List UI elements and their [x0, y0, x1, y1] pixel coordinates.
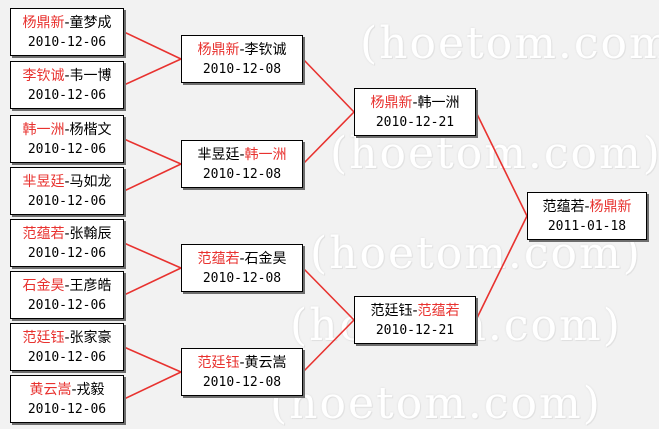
match-names: 石金昊-王彦皓	[22, 278, 112, 294]
connector-line	[123, 58, 182, 86]
match-date: 2010-12-06	[27, 194, 107, 209]
player-2: 王彦皓	[69, 278, 112, 294]
match-box-r3: 范廷钰-范蕴若 2010-12-21	[354, 296, 476, 344]
match-box-r1: 李钦诚-韦一博 2010-12-06	[10, 61, 124, 109]
connector-line	[123, 346, 182, 373]
player-1: 范蕴若	[22, 226, 65, 242]
player-2: 张翰辰	[69, 226, 112, 242]
connector-line	[123, 267, 182, 296]
player-2: 石金昊	[244, 251, 287, 267]
player-2: 张家豪	[69, 330, 112, 346]
player-2: 童梦成	[69, 15, 112, 31]
player-1: 范廷钰	[22, 330, 65, 346]
player-1: 芈昱廷	[197, 147, 240, 163]
match-names: 范廷钰-黄云嵩	[197, 355, 287, 371]
match-names: 李钦诚-韦一博	[22, 68, 112, 84]
player-1: 李钦诚	[22, 68, 65, 84]
match-names: 范蕴若-杨鼎新	[542, 199, 632, 215]
match-names: 杨鼎新-韩一洲	[370, 95, 460, 111]
match-date: 2010-12-21	[375, 323, 455, 338]
player-2: 范蕴若	[417, 303, 460, 319]
player-2: 杨楷文	[69, 122, 112, 138]
player-1: 韩一洲	[22, 122, 65, 138]
player-1: 杨鼎新	[370, 95, 413, 111]
match-names: 杨鼎新-童梦成	[22, 15, 112, 31]
match-box-r1: 杨鼎新-童梦成 2010-12-06	[10, 8, 124, 56]
match-date: 2010-12-06	[27, 350, 107, 365]
player-2: 韩一洲	[244, 147, 287, 163]
connector-line	[475, 215, 528, 321]
player-1: 范蕴若	[542, 199, 585, 215]
player-2: 韦一博	[69, 68, 112, 84]
match-box-r2: 芈昱廷-韩一洲 2010-12-08	[181, 140, 303, 188]
match-date: 2010-12-08	[202, 271, 282, 286]
match-date: 2010-12-06	[27, 142, 107, 157]
match-date: 2010-12-08	[202, 167, 282, 182]
match-names: 芈昱廷-马如龙	[22, 174, 112, 190]
match-names: 韩一洲-杨楷文	[22, 122, 112, 138]
match-names: 范廷钰-范蕴若	[370, 303, 460, 319]
match-box-r1: 芈昱廷-马如龙 2010-12-06	[10, 167, 124, 215]
connector-line	[475, 111, 528, 217]
match-date: 2010-12-06	[27, 402, 107, 417]
connector-line	[123, 31, 182, 60]
match-box-r2: 杨鼎新-李钦诚 2010-12-08	[181, 35, 303, 83]
player-1: 石金昊	[22, 278, 65, 294]
connector-line	[123, 163, 182, 192]
connector-line	[302, 267, 355, 321]
match-date: 2010-12-06	[27, 35, 107, 50]
player-1: 杨鼎新	[197, 42, 240, 58]
connector-line	[302, 58, 355, 113]
connector-line	[302, 111, 355, 165]
match-names: 范廷钰-张家豪	[22, 330, 112, 346]
match-box-r1: 黄云嵩-戎毅 2010-12-06	[10, 375, 124, 423]
player-1: 范廷钰	[370, 303, 413, 319]
match-date: 2010-12-21	[375, 115, 455, 130]
player-1: 范蕴若	[197, 251, 240, 267]
match-box-final: 范蕴若-杨鼎新 2011-01-18	[527, 192, 647, 240]
player-2: 戎毅	[76, 382, 105, 398]
match-date: 2010-12-08	[202, 62, 282, 77]
player-2: 黄云嵩	[244, 355, 287, 371]
player-2: 韩一洲	[417, 95, 460, 111]
player-2: 杨鼎新	[589, 199, 632, 215]
player-1: 芈昱廷	[22, 174, 65, 190]
player-1: 杨鼎新	[22, 15, 65, 31]
connector-line	[123, 242, 182, 269]
match-box-r1: 范蕴若-张翰辰 2010-12-06	[10, 219, 124, 267]
match-names: 黄云嵩-戎毅	[29, 382, 105, 398]
connector-line	[123, 371, 182, 400]
player-2: 李钦诚	[244, 42, 287, 58]
match-date: 2010-12-06	[27, 246, 107, 261]
match-names: 芈昱廷-韩一洲	[197, 147, 287, 163]
connector-line	[302, 319, 355, 373]
player-2: 马如龙	[69, 174, 112, 190]
match-date: 2010-12-06	[27, 88, 107, 103]
match-box-r1: 范廷钰-张家豪 2010-12-06	[10, 323, 124, 371]
match-names: 范蕴若-石金昊	[197, 251, 287, 267]
match-box-r2: 范蕴若-石金昊 2010-12-08	[181, 244, 303, 292]
match-names: 范蕴若-张翰辰	[22, 226, 112, 242]
match-box-r2: 范廷钰-黄云嵩 2010-12-08	[181, 348, 303, 396]
player-1: 黄云嵩	[29, 382, 72, 398]
match-date: 2010-12-06	[27, 298, 107, 313]
match-box-r1: 石金昊-王彦皓 2010-12-06	[10, 271, 124, 319]
match-date: 2010-12-08	[202, 375, 282, 390]
match-names: 杨鼎新-李钦诚	[197, 42, 287, 58]
match-box-r1: 韩一洲-杨楷文 2010-12-06	[10, 115, 124, 163]
match-box-r3: 杨鼎新-韩一洲 2010-12-21	[354, 88, 476, 136]
connector-line	[123, 138, 182, 165]
player-1: 范廷钰	[197, 355, 240, 371]
match-date: 2011-01-18	[547, 219, 627, 234]
